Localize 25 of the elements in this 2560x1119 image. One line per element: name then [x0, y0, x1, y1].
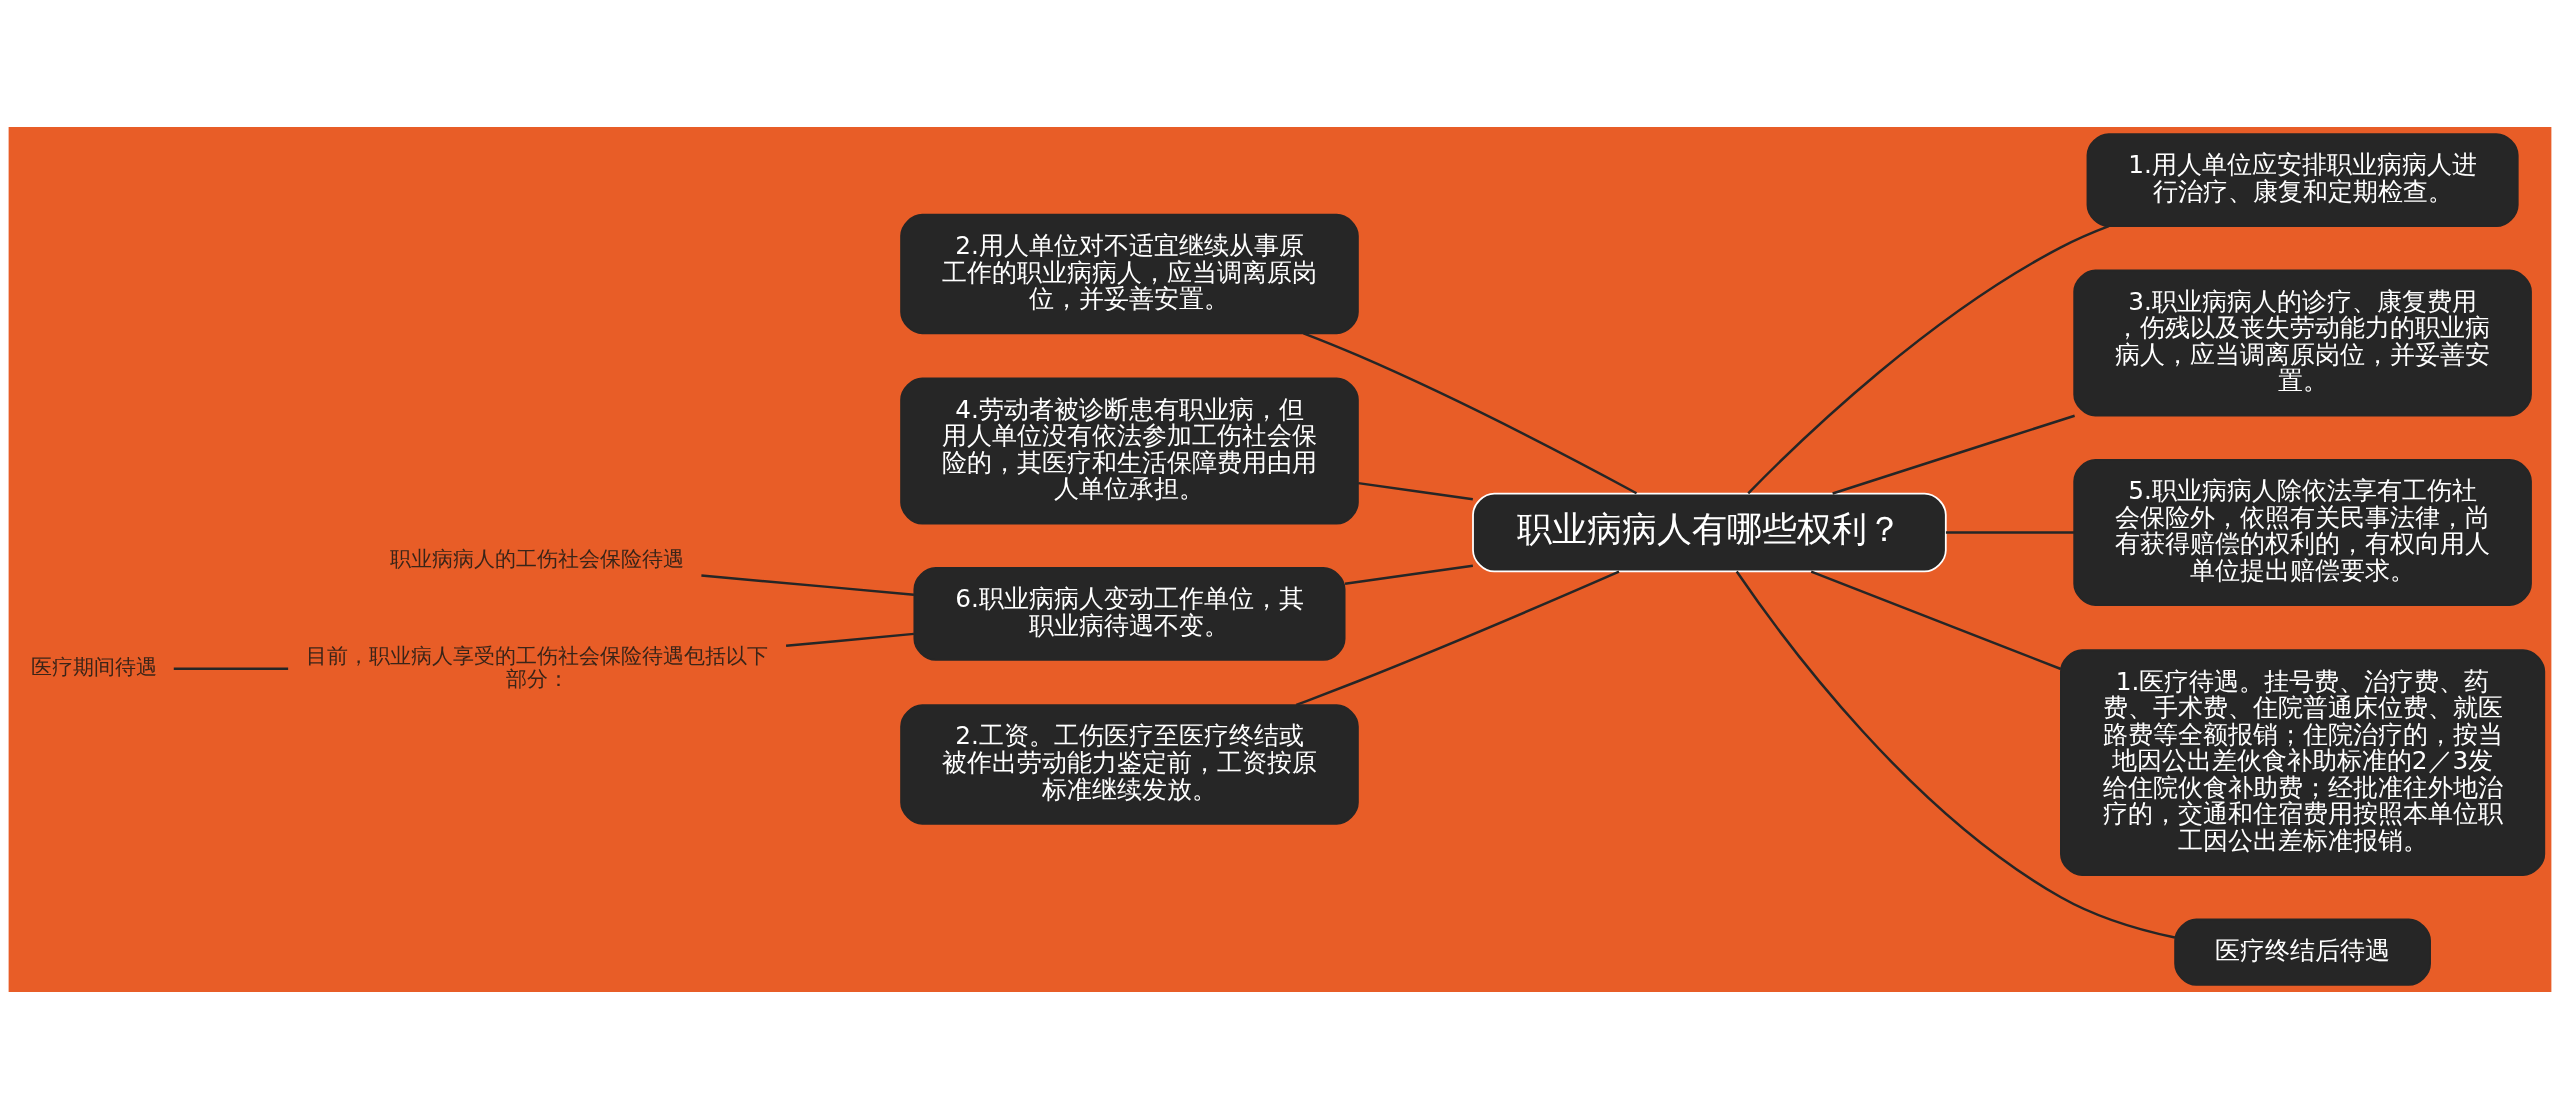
node-text: 医疗期间待遇	[31, 654, 158, 680]
connector	[785, 632, 915, 648]
connector	[701, 574, 915, 596]
node-box: 1.用人单位应安排职业病病人进行治疗、康复和定期检查。	[2086, 133, 2519, 228]
node-box: 1.医疗待遇。挂号费、治疗费、药费、手术费、住院普通床位费、就医路费等全额报销；住院治疗的，按当地因公出差伙食补助标准的2／3发给住院伙食补助费；经批准往外地治疗的，交通和住宿费用按照本单位职工因公出差标准报销。	[2060, 649, 2546, 876]
node-box: 2.用人单位对不适宜继续从事原工作的职业病病人，应当调离原岗位，并妥善安置。	[900, 213, 1359, 335]
connector	[1945, 531, 2075, 534]
connector	[1832, 414, 2075, 495]
node-box: 5.职业病病人除依法享有工伤社会保险外，依照有关民事法律，尚有获得赔偿的权利的，有权向用人单位提出赔偿要求。	[2073, 459, 2532, 606]
node-box: 职业病病人有哪些权利？	[1472, 492, 1947, 573]
connector	[1303, 332, 1638, 495]
node-box: 3.职业病病人的诊疗、康复费用，伤残以及丧失劳动能力的职业病病人，应当调离原岗位，并妥善安置。	[2073, 269, 2532, 417]
node-box: 2.工资。工伤医疗至医疗终结或被作出劳动能力鉴定前，工资按原标准继续发放。	[900, 704, 1359, 825]
connector	[1295, 570, 1620, 707]
connector	[1344, 564, 1474, 585]
node-box: 6.职业病病人变动工作单位，其职业病待遇不变。	[913, 567, 1346, 661]
node-text: 职业病病人的工伤社会保险待遇	[390, 546, 685, 572]
node-box: 医疗终结后待遇	[2174, 918, 2431, 986]
connector	[1735, 570, 2176, 939]
node-box: 4.劳动者被诊断患有职业病，但用人单位没有依法参加工伤社会保险的，其医疗和生活保障费用由用人单位承担。	[900, 377, 1359, 525]
connector	[1810, 570, 2062, 671]
connector	[173, 667, 289, 671]
connector	[1358, 481, 1473, 501]
connector	[1747, 225, 2110, 495]
node-text: 目前，职业病人享受的工伤社会保险待遇包括以下部分：	[306, 642, 769, 691]
